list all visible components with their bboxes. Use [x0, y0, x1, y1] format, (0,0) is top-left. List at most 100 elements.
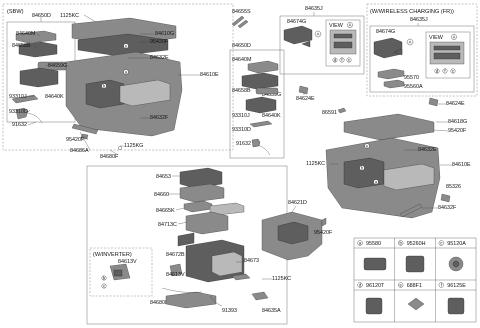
label-84621D: 84621D	[288, 200, 307, 206]
rear-vent	[211, 251, 243, 277]
legend-letter-circle	[438, 282, 444, 288]
leader	[27, 95, 35, 98]
right-console-side	[383, 163, 435, 191]
label-84610E: 84610E	[200, 72, 219, 78]
label-84613V: 84613V	[118, 259, 137, 265]
harness	[209, 295, 223, 307]
strip-part-2	[237, 19, 249, 29]
cable	[161, 287, 203, 293]
callout-letter: c	[452, 68, 454, 73]
callout-circle	[123, 43, 129, 49]
wireless-module	[377, 68, 405, 80]
label-84610G: 84610G	[155, 31, 174, 37]
strip-part	[231, 15, 245, 27]
armrest-base	[179, 183, 225, 203]
label-84660: 84660	[154, 192, 169, 198]
legend-cell-d: d 96120T	[357, 282, 385, 315]
callout-circle	[332, 57, 338, 63]
view-a-slot-2	[333, 41, 353, 49]
label-84632E: 84632E	[150, 55, 169, 61]
mid-usb	[251, 138, 261, 148]
armrest-lid	[179, 167, 223, 189]
clip-part	[298, 85, 309, 95]
callout-circle	[101, 283, 107, 289]
label-84613V-b: 84613V	[166, 272, 185, 278]
label-84659G-b: 84659G	[262, 92, 281, 98]
label-1125KG: 1125KG	[124, 143, 143, 149]
label-1125KC: 1125KC	[60, 13, 79, 19]
legend-code: 688F1	[407, 283, 422, 289]
label-1125KC-b: 1125KC	[306, 161, 325, 167]
legend-letter-circle	[438, 240, 444, 246]
bracket-part	[251, 291, 269, 301]
winverter-frame	[89, 247, 153, 297]
arrow-icon	[301, 40, 311, 48]
legend-cell-a: a 95580	[357, 240, 387, 271]
label-84665K: 84665K	[156, 208, 175, 214]
legend-letter: a	[359, 241, 362, 246]
label-84674G: 84674G	[287, 19, 306, 25]
leader	[175, 207, 185, 211]
view-a-circle	[347, 22, 353, 28]
sbw-console-upper	[77, 33, 169, 57]
label-84658B: 84658B	[12, 43, 31, 49]
legend-letter: d	[359, 283, 362, 288]
callout-circle	[101, 275, 107, 281]
callout-circle	[364, 143, 370, 149]
callout-a-2: A	[409, 40, 412, 45]
power-outlet-icon	[405, 255, 425, 273]
view-a-box	[325, 19, 361, 67]
label-84650D-b: 84650D	[232, 43, 251, 49]
legend-letter: e	[400, 283, 403, 288]
callout-letter: f	[444, 68, 446, 73]
sbw-tray-part	[18, 41, 58, 58]
inverter-socket	[113, 269, 123, 277]
label-93310J-b: 93310J	[232, 113, 250, 119]
label-84624E: 84624E	[296, 96, 315, 102]
pad-part	[283, 25, 313, 45]
sbw-cup-part	[19, 67, 59, 88]
callout-letter: d	[334, 57, 337, 62]
view-a-slot-3	[433, 45, 461, 51]
sbw-switch-part	[11, 94, 39, 104]
sbw-console-side	[119, 79, 171, 107]
label-95420F: 95420F	[150, 39, 169, 45]
label-84655S: 84655S	[232, 9, 251, 15]
usb-module-icon	[363, 257, 387, 271]
mid-cable	[257, 144, 271, 156]
legend-letter-circle	[357, 240, 363, 246]
leader	[433, 129, 449, 132]
side-panel	[177, 232, 195, 247]
label-95420F-b: 95420F	[66, 137, 85, 143]
label-86591: 86591	[322, 110, 337, 116]
view-a-box-2	[425, 31, 471, 79]
label-91632: 91632	[12, 122, 27, 128]
sbw-cable	[27, 112, 43, 124]
label-84653: 84653	[156, 174, 171, 180]
label-84674G-b: 84674G	[376, 29, 395, 35]
label-84686A: 84686A	[70, 148, 89, 154]
armrest-hinge	[183, 200, 213, 213]
leader	[45, 63, 51, 67]
callout-circle	[101, 83, 107, 89]
leader	[109, 149, 119, 156]
label-84640M-b: 84640M	[232, 57, 252, 63]
label-95560A: 95560A	[404, 84, 423, 90]
sbw-screw	[118, 146, 122, 150]
label-84659G: 84659G	[48, 63, 67, 69]
label-93310D-b: 93310D	[232, 127, 251, 133]
sbw-trim-part	[71, 123, 99, 135]
view-a-circle-2	[451, 34, 457, 40]
clip-icon	[407, 297, 425, 311]
callout-letter: d	[436, 68, 439, 73]
callout-letter: e	[125, 44, 128, 49]
legend-letter-circle	[398, 240, 404, 246]
mid-bezel	[247, 60, 279, 74]
view-a-letter-2: A	[453, 35, 456, 40]
label-93310D: 93310D	[9, 109, 28, 115]
wireless-frame	[366, 3, 478, 97]
callout-circle	[123, 69, 129, 75]
label-84672B: 84672B	[166, 252, 185, 258]
view-a-title: VIEW	[329, 23, 344, 29]
label-84618G: 84618G	[448, 119, 467, 125]
